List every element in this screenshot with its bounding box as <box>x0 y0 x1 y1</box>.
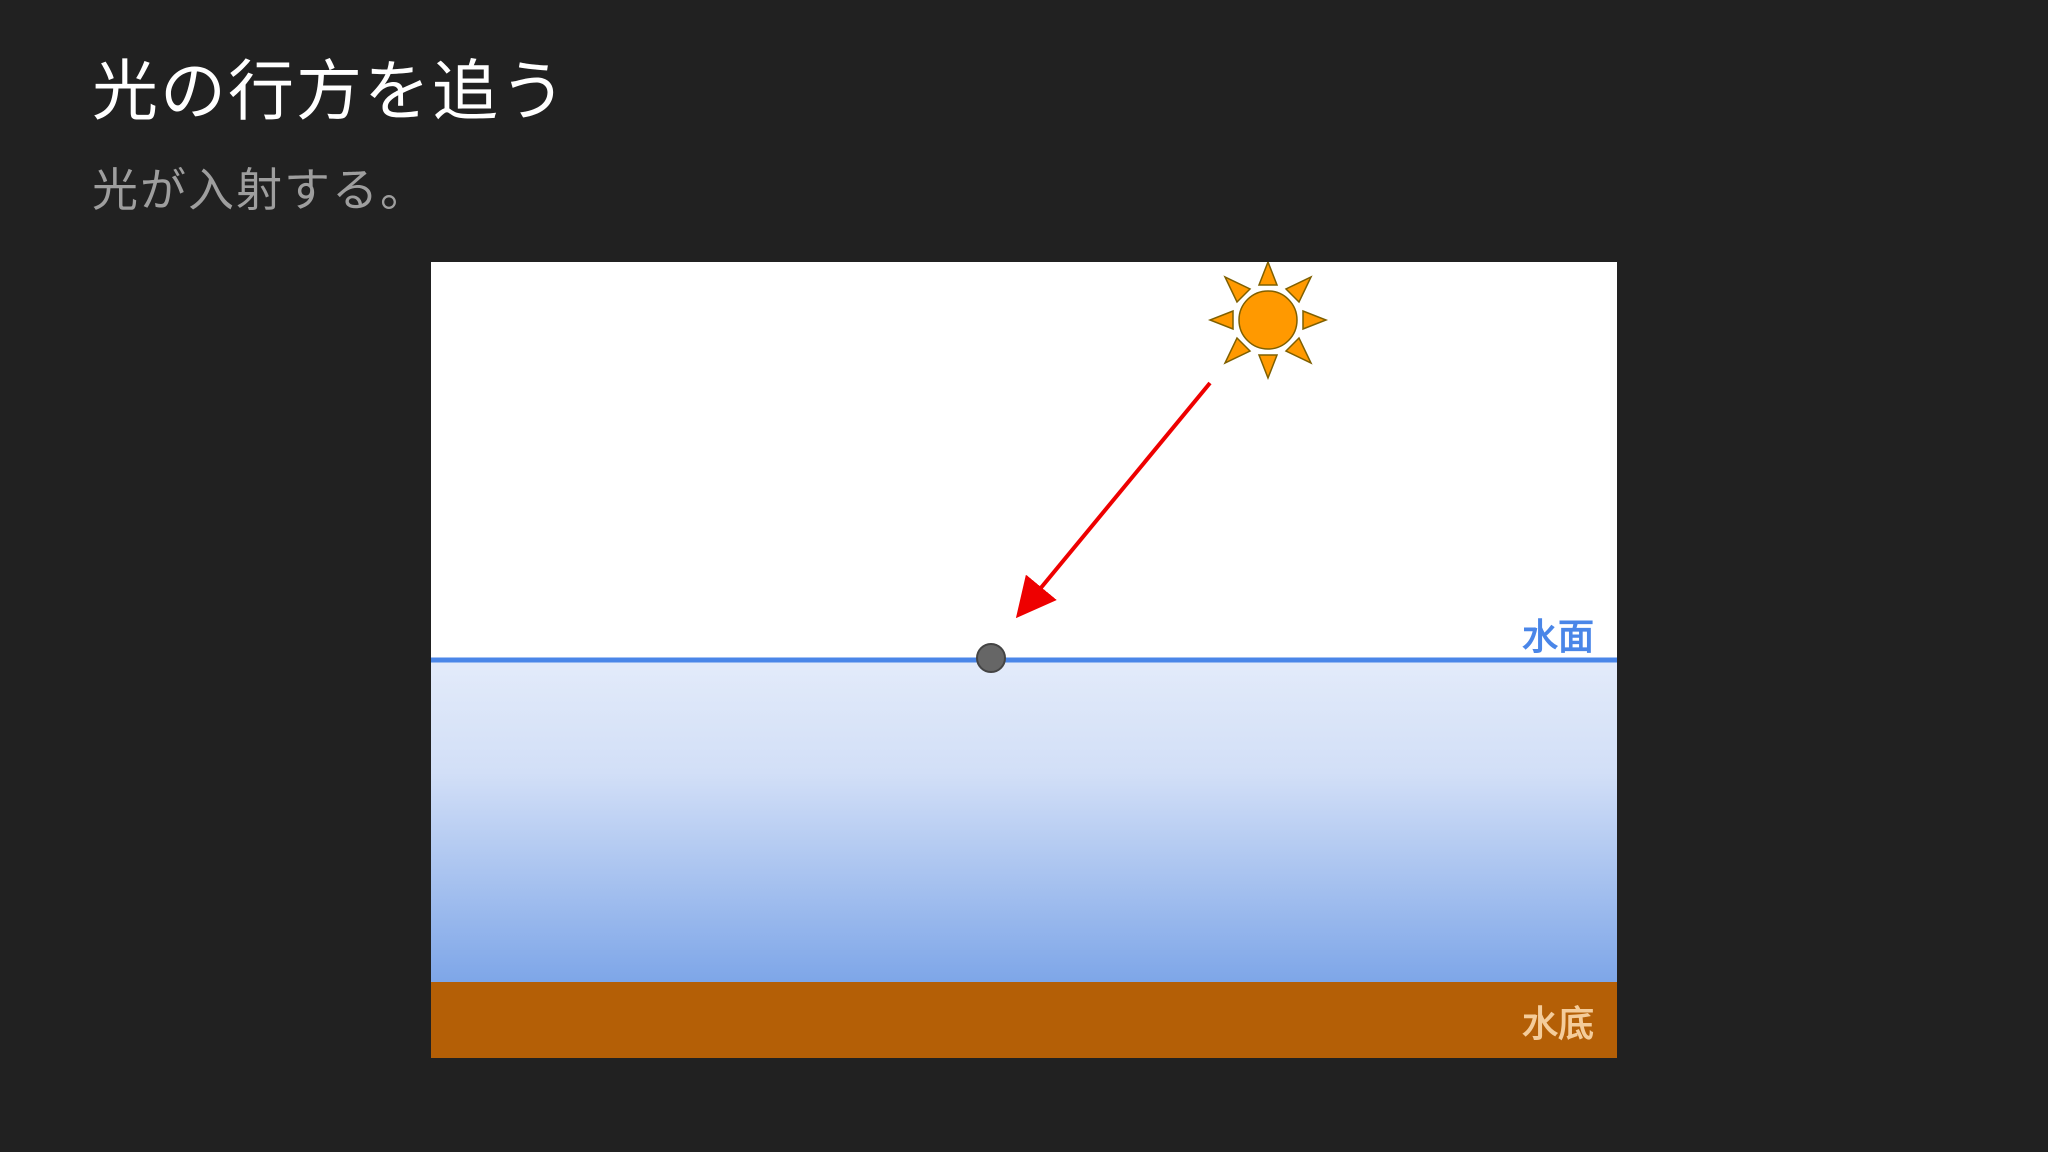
water-surface-label: 水面 <box>1522 617 1594 658</box>
incidence-point-dot <box>976 643 1006 673</box>
diagram-svg: 水面 水底 <box>431 262 1617 1058</box>
sky-area <box>431 262 1617 660</box>
slide-title: 光の行方を追う <box>92 53 568 130</box>
sun-icon <box>1207 262 1329 381</box>
incident-light-ray <box>1015 381 1212 619</box>
seabed <box>431 982 1617 1058</box>
light-path-diagram: 水面 水底 <box>431 262 1617 1058</box>
slide-subtitle: 光が入射する。 <box>92 163 428 217</box>
water-body <box>431 660 1617 982</box>
water-bottom-label: 水底 <box>1522 1004 1594 1045</box>
